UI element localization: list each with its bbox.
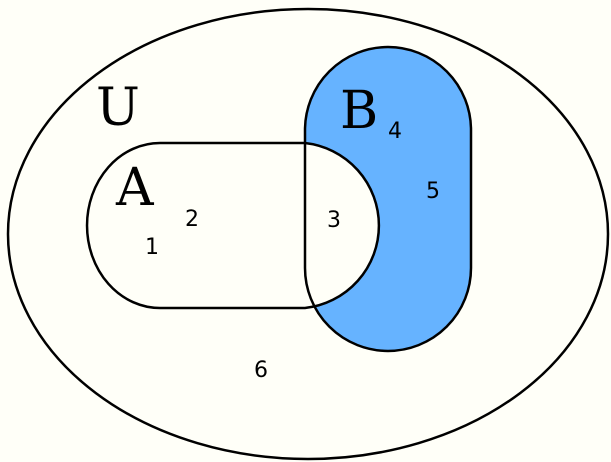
region-1-label: 1 [145,235,159,260]
universe-label: U [96,78,140,138]
region-6-label: 6 [254,358,268,383]
region-4-label: 4 [388,119,402,144]
region-3-label: 3 [327,208,341,233]
set-b-outline [303,45,473,353]
set-b-label: B [340,81,378,141]
set-a-label: A [115,158,155,218]
region-5-label: 5 [426,179,440,204]
region-2-label: 2 [185,207,199,232]
set-a-outline [85,141,381,310]
